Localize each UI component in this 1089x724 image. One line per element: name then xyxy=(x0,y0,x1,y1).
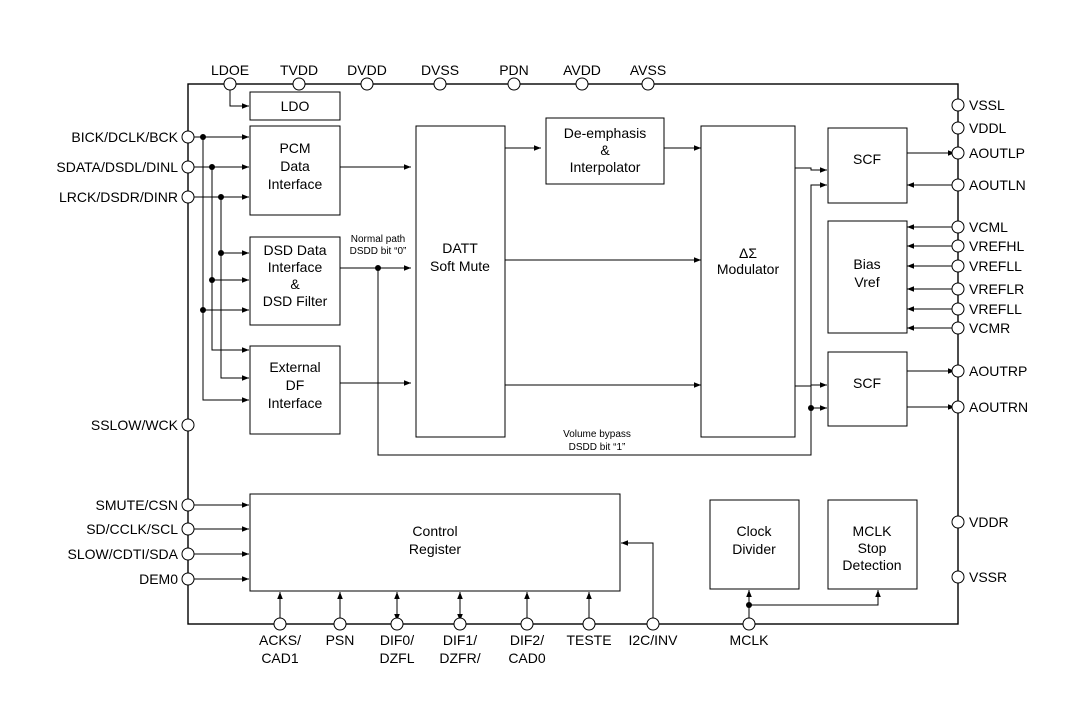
pin-label: AVSS xyxy=(630,62,666,78)
svg-text:Divider: Divider xyxy=(732,541,776,557)
pin-label: AOUTRP xyxy=(969,363,1027,379)
svg-text:DF: DF xyxy=(286,377,305,393)
svg-text:Volume bypass: Volume bypass xyxy=(563,429,631,440)
de-emphasis-interpolator-block: De-emphasis & Interpolator xyxy=(545,117,665,185)
pin-label: DZFL xyxy=(380,650,415,666)
svg-text:LDO: LDO xyxy=(281,98,310,114)
svg-text:Bias: Bias xyxy=(853,256,880,272)
right-pins: VSSL VDDL AOUTLP AOUTLN VCML VREFHL VREF… xyxy=(951,97,1028,585)
pin-label: I2C/INV xyxy=(628,632,678,648)
svg-text:Control: Control xyxy=(412,523,457,539)
pin-label: VSSR xyxy=(969,569,1007,585)
pin-label: DVSS xyxy=(421,62,459,78)
pin-label: VREFHL xyxy=(969,238,1024,254)
pin-label: PDN xyxy=(499,62,529,78)
top-pins: LDOE TVDD DVDD DVSS PDN AVDD AVSS xyxy=(211,62,666,91)
svg-text:MCLK: MCLK xyxy=(853,523,893,539)
pin-label: TESTE xyxy=(566,632,611,648)
scf-right-block: SCF xyxy=(827,351,908,427)
scf-left-block: SCF xyxy=(827,127,908,204)
pin-label: AOUTLP xyxy=(969,145,1025,161)
pin-label: MCLK xyxy=(730,632,770,648)
svg-text:DSDD bit “1”: DSDD bit “1” xyxy=(569,442,626,453)
clock-divider-block: Clock Divider xyxy=(709,499,800,590)
svg-text:SCF: SCF xyxy=(853,375,881,391)
pin-label: DVDD xyxy=(347,62,387,78)
pin-label: SLOW/CDTI/SDA xyxy=(68,546,179,562)
svg-text:Clock: Clock xyxy=(736,523,772,539)
pin-label: ACKS/ xyxy=(259,632,301,648)
svg-text:Modulator: Modulator xyxy=(717,261,780,277)
pin-label: DEM0 xyxy=(139,571,178,587)
svg-text:Normal path: Normal path xyxy=(351,234,405,245)
pin-label: PSN xyxy=(326,632,355,648)
normal-path-note: Normal path DSDD bit “0” xyxy=(350,234,407,257)
svg-text:Register: Register xyxy=(409,541,461,557)
ldo-block: LDO xyxy=(249,91,341,121)
pin-label: SMUTE/CSN xyxy=(96,497,178,513)
pin-label: VREFLL xyxy=(969,301,1022,317)
svg-text:SCF: SCF xyxy=(853,151,881,167)
pin-label: DIF1/ xyxy=(443,632,477,648)
pin-label: BICK/DCLK/BCK xyxy=(71,129,178,145)
pin-label: CAD0 xyxy=(508,650,546,666)
pin-label: LRCK/DSDR/DINR xyxy=(59,189,178,205)
svg-text:DATT: DATT xyxy=(442,240,478,256)
pin-label: AVDD xyxy=(563,62,601,78)
pin-label: TVDD xyxy=(280,62,318,78)
pin-label: VREFLL xyxy=(969,258,1022,274)
external-df-interface-block: External DF Interface xyxy=(249,345,341,435)
left-pins: BICK/DCLK/BCK SDATA/DSDL/DINL LRCK/DSDR/… xyxy=(56,129,195,587)
datt-soft-mute-block: DATT Soft Mute xyxy=(415,125,506,438)
svg-text:DSD Data: DSD Data xyxy=(263,242,326,258)
pin-label: VDDR xyxy=(969,514,1009,530)
svg-text:&: & xyxy=(290,276,300,292)
svg-text:De-emphasis: De-emphasis xyxy=(564,125,646,141)
dsd-data-interface-block: DSD Data Interface & DSD Filter xyxy=(249,236,341,326)
svg-text:Interface: Interface xyxy=(268,259,323,275)
svg-text:DSD Filter: DSD Filter xyxy=(263,293,328,309)
wires xyxy=(191,89,955,621)
pin-label: AOUTLN xyxy=(969,177,1026,193)
pin-label: VCML xyxy=(969,219,1008,235)
mclk-stop-detection-block: MCLK Stop Detection xyxy=(827,499,918,590)
svg-text:Vref: Vref xyxy=(854,274,879,290)
pin-label: DZFR/ xyxy=(439,650,480,666)
pcm-data-interface-block: PCM Data Interface xyxy=(249,125,341,216)
svg-text:Data: Data xyxy=(280,158,310,174)
delta-sigma-modulator-block: ΔΣ Modulator xyxy=(700,125,796,438)
pin-label: CAD1 xyxy=(261,650,299,666)
svg-text:DSDD bit “0”: DSDD bit “0” xyxy=(350,246,407,257)
svg-text:Detection: Detection xyxy=(842,557,901,573)
svg-text:ΔΣ: ΔΣ xyxy=(739,245,757,261)
pin-label: DIF2/ xyxy=(510,632,544,648)
junction-dots xyxy=(200,134,814,608)
volume-bypass-note: Volume bypass DSDD bit “1” xyxy=(563,429,631,453)
svg-text:Interpolator: Interpolator xyxy=(570,159,641,175)
svg-text:Interface: Interface xyxy=(268,176,323,192)
pin-label: LDOE xyxy=(211,62,249,78)
svg-text:&: & xyxy=(600,142,610,158)
pin-label: DIF0/ xyxy=(380,632,414,648)
pin-label: VREFLR xyxy=(969,281,1024,297)
pin-label: VCMR xyxy=(969,320,1010,336)
svg-text:Interface: Interface xyxy=(268,395,323,411)
chip-outline xyxy=(187,83,959,625)
svg-text:PCM: PCM xyxy=(279,140,310,156)
control-register-block: Control Register xyxy=(249,493,621,592)
pin-label: AOUTRN xyxy=(969,399,1028,415)
svg-text:External: External xyxy=(269,359,320,375)
pin-label: VSSL xyxy=(969,97,1005,113)
bias-vref-block: Bias Vref xyxy=(827,220,908,334)
bottom-pins: ACKS/ CAD1 PSN DIF0/ DZFL DIF1/ DZFR/ DI… xyxy=(259,617,770,666)
svg-text:Soft Mute: Soft Mute xyxy=(430,258,490,274)
pin-label: SD/CCLK/SCL xyxy=(86,521,178,537)
pin-label: VDDL xyxy=(969,120,1007,136)
svg-text:Stop: Stop xyxy=(858,540,887,556)
pin-label: SSLOW/WCK xyxy=(91,417,179,433)
pin-label: SDATA/DSDL/DINL xyxy=(56,159,178,175)
